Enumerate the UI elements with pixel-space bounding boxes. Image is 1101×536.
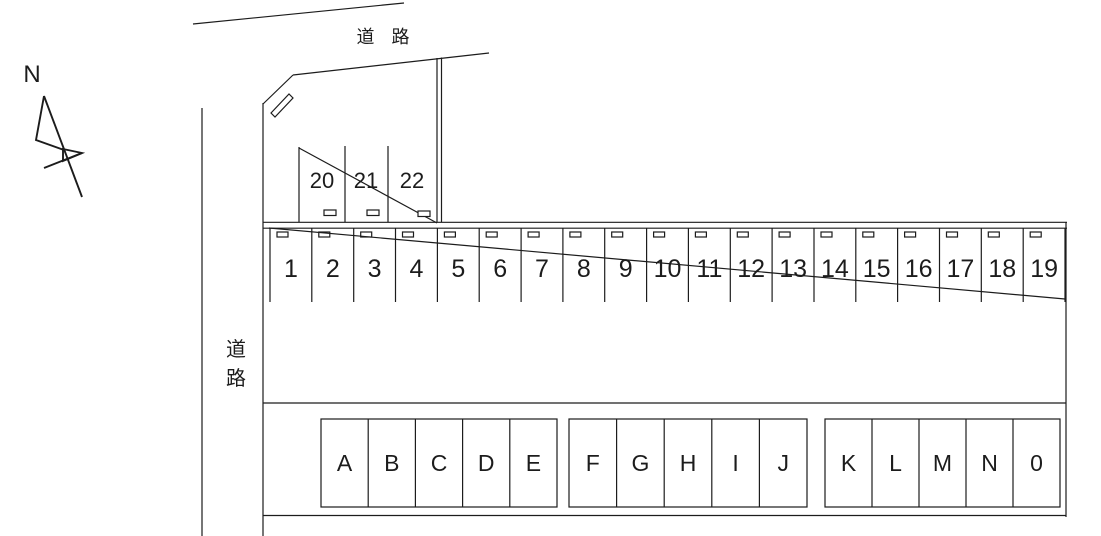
parking-space-label: 18: [988, 255, 1016, 283]
parking-space-label: 22: [400, 168, 424, 193]
parking-space-label: F: [586, 450, 600, 476]
upper-parcel: [262, 52, 490, 222]
parking-space-label: 4: [410, 255, 424, 283]
upper-parcel-top-line: [292, 52, 490, 76]
wheel-stop-icon: [323, 209, 337, 217]
curb-band: [263, 221, 1067, 229]
parking-space-label: 1: [284, 255, 298, 283]
upper-parcel-chamfer-line: [262, 74, 294, 105]
entrance-gate-mark: [270, 93, 294, 118]
wheel-stop-icon: [276, 231, 289, 238]
bottom-block-f-j: F G H I J: [568, 418, 808, 508]
upper-space-row: 20 21 22: [298, 146, 438, 224]
parking-space-label: 7: [535, 255, 549, 283]
parking-space-label: 3: [368, 255, 382, 283]
main-diagonal-annotation-line: [268, 227, 1066, 300]
compass-cross-line: [43, 152, 83, 169]
wheel-stop-icon: [736, 231, 749, 238]
parking-space-label: 9: [619, 255, 633, 283]
parking-space-label: D: [478, 450, 495, 476]
left-road: 道 路: [201, 108, 264, 536]
parking-space-label: 13: [779, 255, 807, 283]
parking-space-label: 21: [354, 168, 378, 193]
parking-space-label: H: [680, 450, 697, 476]
parking-space-label: 20: [310, 168, 334, 193]
parking-space-label: B: [384, 450, 399, 476]
road-label-top: 道 路: [356, 27, 415, 47]
road-label-left-char2: 路: [226, 367, 246, 390]
parking-space-label: 5: [451, 255, 465, 283]
wheel-stop-icon: [569, 231, 582, 238]
parking-space-label: G: [631, 450, 649, 476]
parking-space-label: 0: [1030, 450, 1043, 476]
site-boundary: [263, 222, 1067, 517]
wheel-stop-icon: [987, 231, 1000, 238]
wheel-stop-icon: [527, 231, 540, 238]
parking-space-label: 6: [493, 255, 507, 283]
parking-space-label: M: [933, 450, 952, 476]
parking-space-label: A: [337, 450, 353, 476]
parking-space-label: 2: [326, 255, 340, 283]
wheel-stop-icon: [318, 231, 331, 238]
parking-space-label: 14: [821, 255, 849, 283]
bottom-block-k-o: K L M N 0: [824, 418, 1061, 508]
block-outline: [568, 418, 808, 508]
upper-diagonal-annotation-line: [298, 147, 438, 224]
road-label-left-char1: 道: [226, 338, 246, 361]
wheel-stop-icon: [1029, 231, 1042, 238]
parking-space-label: 17: [946, 255, 974, 283]
parking-space-label: 16: [905, 255, 933, 283]
parking-space-label: 19: [1030, 255, 1058, 283]
wheel-stop-icon: [366, 209, 380, 217]
compass-shaft-line: [43, 95, 83, 198]
wheel-stop-icon: [652, 231, 666, 238]
wheel-stop-icon: [401, 231, 415, 238]
wheel-stop-icon: [820, 231, 833, 238]
top-road: 道 路: [192, 2, 415, 47]
parking-space-label: E: [526, 450, 541, 476]
parking-space-label: 11: [696, 255, 722, 283]
wheel-stop-icon: [485, 231, 498, 238]
parking-space-label: 12: [737, 255, 765, 283]
north-label: N: [23, 61, 40, 88]
parking-space-label: C: [431, 450, 448, 476]
parking-space-label: 8: [577, 255, 591, 283]
main-space-row: 1 2 3 4 5 6 7 8 9 10 11 12 13 14 15 16 1…: [268, 227, 1066, 302]
compass-head-line: [34, 95, 65, 151]
parking-space-label: L: [889, 450, 902, 476]
parking-space-label: N: [981, 450, 998, 476]
block-outline: [824, 418, 1061, 508]
parking-space-label: K: [841, 450, 857, 476]
bottom-block-a-e: A B C D E: [320, 418, 558, 508]
parking-space-label: I: [732, 450, 738, 476]
wheel-stop-icon: [903, 231, 917, 238]
parking-space-label: 10: [654, 255, 682, 283]
parking-space-label: J: [777, 450, 789, 476]
wheel-stop-icon: [862, 231, 875, 238]
wheel-stop-icon: [417, 210, 431, 218]
wheel-stop-icon: [945, 231, 959, 238]
parking-space-label: 15: [863, 255, 891, 283]
north-compass: N: [23, 61, 86, 198]
block-outline: [320, 418, 558, 508]
wheel-stop-icon: [611, 231, 624, 238]
wheel-stop-icon: [694, 231, 708, 238]
wheel-stop-icon: [778, 231, 791, 238]
wheel-stop-icon: [443, 231, 456, 238]
top-road-edge-line: [192, 2, 405, 25]
